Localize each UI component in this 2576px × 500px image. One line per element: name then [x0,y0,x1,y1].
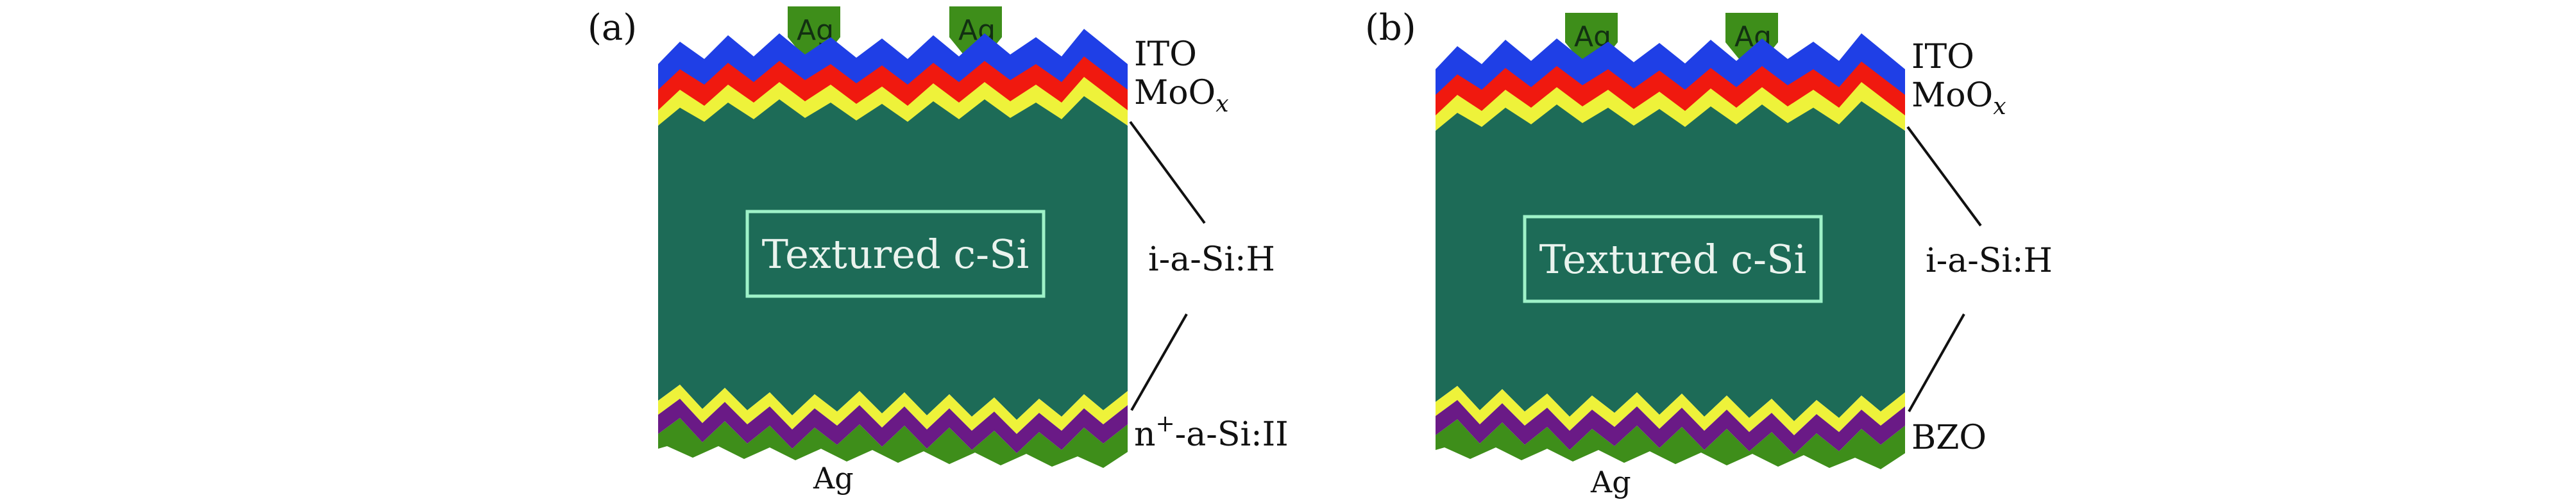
n-plus-a-si-layer [658,399,1128,453]
moox-label-sub: x [1993,94,2006,120]
moox-label: MoOx [1911,76,2006,120]
leader-line-front [1906,126,1982,227]
rear-layer-label-base: BZO [1911,419,1987,457]
core-label: Textured c-Si [762,231,1030,278]
leader-line-rear [1130,313,1188,411]
moox-label: MoOx [1134,74,1229,117]
panel-a-tag: (a) [588,7,637,49]
moox-label-sub: x [1216,91,1228,117]
panel-a: (a) Ag Ag Textured c-Si ITO MoOx i-a-Si:… [588,6,1289,496]
ito-label: ITO [1911,38,1974,76]
i-a-si-h-label: i-a-Si:H [1148,240,1275,279]
panel-b: (b) Ag Ag Textured c-Si ITO MoOx i-a-Si:… [1365,7,2053,499]
rear-ag-layer [658,418,1128,468]
i-a-si-h-rear-layer [1436,386,1905,435]
i-a-si-h-label: i-a-Si:H [1926,242,2053,280]
leader-line-front [1129,121,1206,224]
textured-c-si-wafer [1436,101,1905,421]
panel-b-tag: (b) [1365,7,1416,49]
i-a-si-h-rear-layer [658,385,1128,434]
leader-line-rear [1908,313,1965,412]
bottom-ag-label: Ag [813,461,854,496]
core-label-box [1523,215,1823,303]
rear-layer-label-rest: -a-Si:II [1175,415,1289,454]
moox-label-base: MoO [1134,74,1216,112]
bottom-ag-label: Ag [1590,465,1631,499]
core-label-box [745,210,1046,298]
moox-label-base: MoO [1911,76,1993,115]
textured-c-si-wafer [658,96,1128,420]
rear-layer-label: BZO [1911,419,1987,457]
rear-layer-label-sup: + [1156,411,1175,437]
bzo-layer [1436,400,1905,454]
rear-layer-label: n+-a-Si:II [1134,411,1289,454]
ito-label: ITO [1134,35,1197,74]
rear-ag-layer [1436,419,1905,469]
rear-layer-label-base: n [1134,415,1156,454]
core-label: Textured c-Si [1539,236,1807,283]
